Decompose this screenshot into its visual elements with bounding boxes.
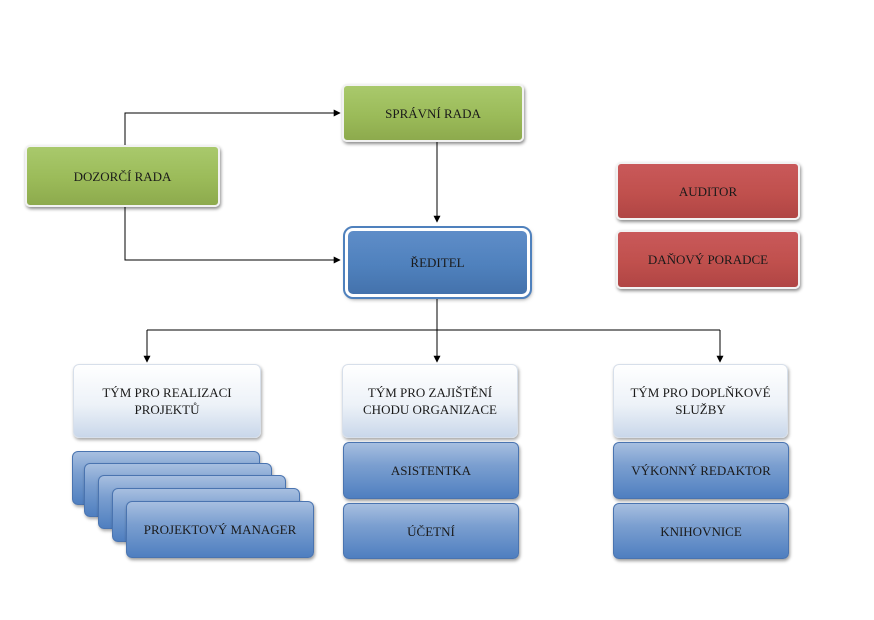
executive-editor-box: VÝKONNÝ REDAKTOR (613, 442, 789, 499)
librarian-box: KNIHOVNICE (613, 503, 789, 559)
project-manager-box: PROJEKTOVÝ MANAGER (126, 501, 314, 558)
team-projects-box: TÝM PRO REALIZACI PROJEKTŮ (73, 364, 261, 438)
assistant-label: ASISTENTKA (390, 463, 472, 478)
assistant-box: ASISTENTKA (343, 442, 519, 499)
connector-supervisory-to-admin (124, 109, 341, 146)
administrative-board-label: SPRÁVNÍ RADA (385, 105, 481, 121)
librarian-label: KNIHOVNICE (660, 523, 742, 539)
team-services-box: TÝM PRO DOPLŇKOVÉ SLUŽBY (613, 364, 788, 438)
supervisory-board-label: DOZORČÍ RADA (73, 168, 172, 184)
team-operations-box: TÝM PRO ZAJIŠTĚNÍ CHODU ORGANIZACE (342, 364, 518, 438)
tax-advisor-label: DAŇOVÝ PORADCE (647, 252, 769, 267)
connector-supervisory-to-director (124, 205, 341, 264)
supervisory-board-box: DOZORČÍ RADA (25, 145, 220, 207)
auditor-box: AUDITOR (616, 162, 800, 220)
accountant-box: ÚČETNÍ (343, 503, 519, 559)
team-services-label: TÝM PRO DOPLŇKOVÉ SLUŽBY (630, 385, 771, 417)
accountant-label: ÚČETNÍ (407, 523, 455, 539)
auditor-label: AUDITOR (678, 183, 738, 199)
project-manager-label: PROJEKTOVÝ MANAGER (143, 522, 297, 537)
administrative-board-box: SPRÁVNÍ RADA (342, 84, 524, 142)
team-operations-label: TÝM PRO ZAJIŠTĚNÍ CHODU ORGANIZACE (363, 385, 497, 417)
tax-advisor-box: DAŇOVÝ PORADCE (616, 230, 800, 289)
executive-editor-label: VÝKONNÝ REDAKTOR (631, 463, 771, 478)
director-label: ŘEDITEL (410, 255, 465, 270)
team-projects-label: TÝM PRO REALIZACI PROJEKTŮ (102, 385, 232, 417)
director-box: ŘEDITEL (343, 226, 532, 299)
